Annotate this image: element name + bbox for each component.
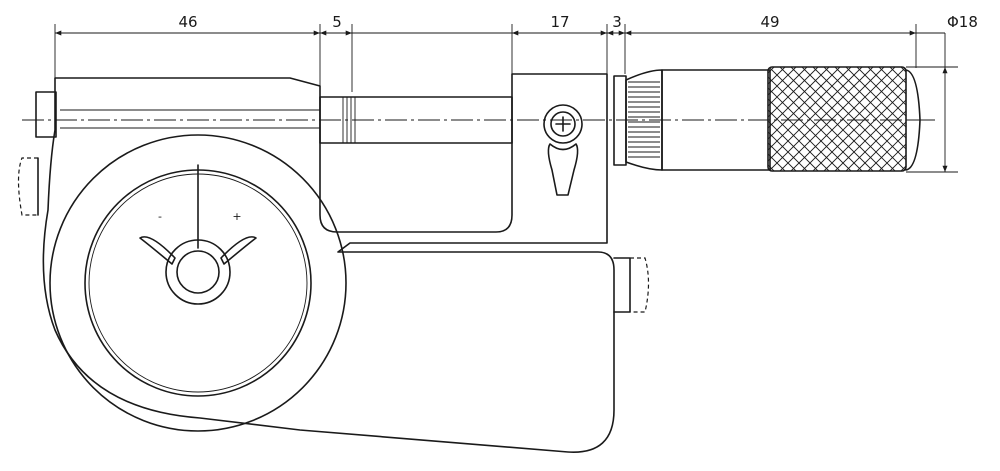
knurl-line xyxy=(956,67,1000,171)
knurl-line xyxy=(878,67,906,171)
knurl-line xyxy=(768,67,819,171)
spindle xyxy=(319,96,513,144)
knurl-line xyxy=(768,67,797,171)
knurl-line xyxy=(923,67,1000,171)
knurl-line xyxy=(768,67,841,171)
dial-pointer-arms xyxy=(139,236,257,265)
knurl-line xyxy=(768,67,808,171)
knurl-line xyxy=(768,67,808,171)
lock-clamp xyxy=(543,104,583,196)
dimension-lines xyxy=(54,24,958,173)
knurl-line xyxy=(856,67,906,171)
knurl-line xyxy=(867,67,906,171)
knurl-line xyxy=(967,67,1000,171)
thimble-graduations xyxy=(628,81,660,158)
knurl-line xyxy=(648,67,752,171)
knurl-line xyxy=(989,67,1000,171)
knurl-line xyxy=(779,67,885,171)
dimension-label-3: 3 xyxy=(612,13,622,31)
knurl-line xyxy=(768,67,874,171)
knurl-line xyxy=(878,67,906,171)
knurl-line xyxy=(768,67,863,171)
knurl-line xyxy=(768,67,852,171)
knurl-line xyxy=(956,67,1000,171)
knurl-line xyxy=(978,67,1000,171)
frame-body xyxy=(42,73,615,453)
knurl-line xyxy=(801,67,906,171)
knurl-line xyxy=(768,67,830,171)
barrel xyxy=(661,69,771,171)
knurl-line xyxy=(834,67,906,171)
knurl-pattern xyxy=(648,67,1000,171)
knurled-ratchet xyxy=(767,66,907,172)
knurl-line xyxy=(867,67,906,171)
knurl-line xyxy=(768,67,775,171)
knurl-line xyxy=(845,67,906,171)
dial-minus-mark: - xyxy=(158,210,162,223)
dimension-label-17: 17 xyxy=(550,13,569,31)
right-push-button xyxy=(613,257,631,313)
knurl-line xyxy=(934,67,1000,171)
dial-plus-mark: + xyxy=(232,210,241,223)
knurl-line xyxy=(912,67,1000,171)
thimble-collar xyxy=(613,75,627,166)
dimension-label-49: 49 xyxy=(760,13,779,31)
dimension-label-46: 46 xyxy=(178,13,197,31)
knurl-line xyxy=(912,67,1000,171)
anvil xyxy=(35,91,57,138)
knurl-line xyxy=(823,67,906,171)
knurl-line xyxy=(768,67,797,171)
knurl-line xyxy=(856,67,906,171)
dimension-label-diameter: Φ18 xyxy=(947,13,978,31)
knurl-line xyxy=(967,67,1000,171)
dial-hub-outer xyxy=(165,239,231,305)
knurl-line xyxy=(812,67,906,171)
knurl-line xyxy=(648,67,752,171)
knurl-line xyxy=(790,67,896,171)
knurl-line xyxy=(768,67,775,171)
knurl-line xyxy=(768,67,819,171)
knurl-line xyxy=(659,67,763,171)
knurl-line xyxy=(659,67,763,171)
knurl-line xyxy=(989,67,1000,171)
dial-gauge xyxy=(49,134,347,432)
knurl-line xyxy=(934,67,1000,171)
knurl-line xyxy=(978,67,1000,171)
knurl-line xyxy=(945,67,1000,171)
knurl-line xyxy=(945,67,1000,171)
knurl-line xyxy=(923,67,1000,171)
left-lock-button xyxy=(17,157,38,216)
dimension-label-5: 5 xyxy=(332,13,342,31)
dial-hub-inner xyxy=(176,250,220,294)
